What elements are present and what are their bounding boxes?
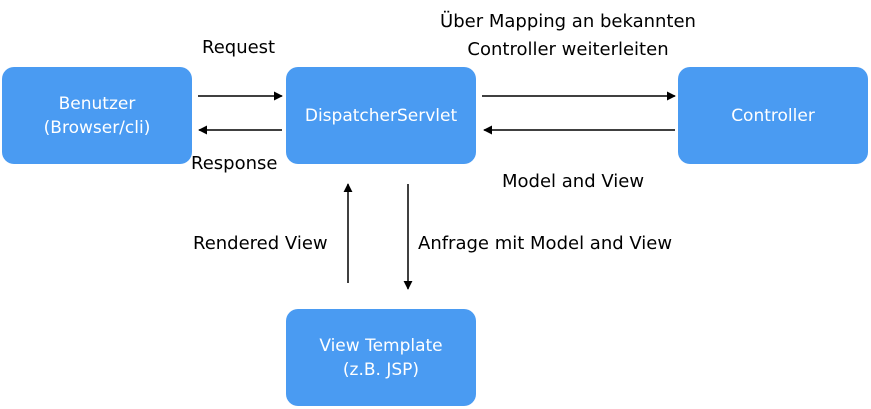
node-controller: Controller	[678, 67, 868, 164]
node-benutzer-line2: (Browser/cli)	[43, 117, 151, 138]
label-model-and-view: Model and View	[502, 171, 645, 192]
node-controller-label: Controller	[731, 105, 815, 126]
node-benutzer-line1: Benutzer	[58, 93, 136, 114]
label-mapping-line2: Controller weiterleiten	[467, 39, 669, 60]
label-rendered-view: Rendered View	[193, 233, 328, 254]
label-mapping-line1: Über Mapping an bekannten	[440, 11, 696, 32]
node-view-template-line1: View Template	[319, 335, 443, 356]
label-mapping: Über Mapping an bekannten Controller wei…	[416, 8, 720, 64]
node-dispatcher-servlet: DispatcherServlet	[286, 67, 476, 164]
node-view-template-line2: (z.B. JSP)	[342, 359, 420, 380]
label-response: Response	[191, 153, 278, 174]
node-benutzer: Benutzer (Browser/cli)	[2, 67, 192, 164]
node-dispatcher-servlet-label: DispatcherServlet	[304, 105, 458, 126]
node-view-template: View Template (z.B. JSP)	[286, 309, 476, 406]
label-request: Request	[202, 37, 276, 58]
label-anfrage: Anfrage mit Model and View	[418, 233, 673, 254]
